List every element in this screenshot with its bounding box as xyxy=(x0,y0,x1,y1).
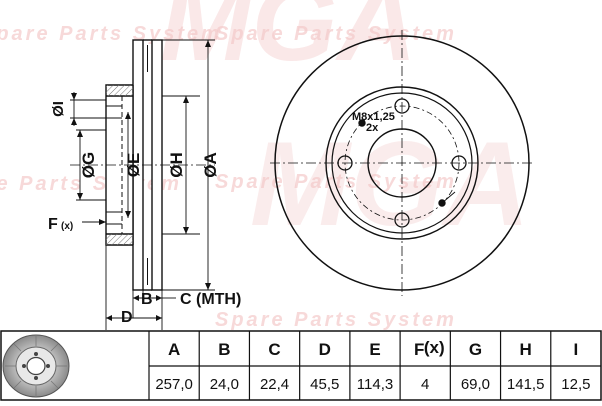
table-header-sub: (x) xyxy=(424,338,445,357)
table-header-h: H xyxy=(520,340,532,359)
table-value-g: 69,0 xyxy=(461,376,490,393)
watermark-slogan-1: Spare Parts System xyxy=(0,23,222,45)
label-dim-c: C (MTH) xyxy=(180,291,241,308)
table-value-h: 141,5 xyxy=(507,376,545,393)
table-header-g: G xyxy=(469,340,482,359)
label-dim-d: D xyxy=(121,309,133,326)
table-header-a: A xyxy=(168,340,180,359)
label-dim-f-sub: (x) xyxy=(61,221,73,232)
table-header-f: F xyxy=(414,340,424,359)
bolt-hole-right xyxy=(451,155,467,171)
table-header-c: C xyxy=(268,340,280,359)
table-value-d: 45,5 xyxy=(310,376,339,393)
bolt-hole-top xyxy=(394,98,410,114)
table-header-b: B xyxy=(218,340,230,359)
bolt-count-label: 2x xyxy=(366,122,379,134)
side-view xyxy=(70,39,215,330)
table-value-f: 4 xyxy=(421,376,429,393)
table-header-d: D xyxy=(319,340,331,359)
table-value-a: 257,0 xyxy=(155,376,193,393)
bolt-hole-bottom xyxy=(394,212,410,228)
dimension-arrows xyxy=(71,40,211,321)
watermark-slogan-2: Spare Parts System xyxy=(215,23,457,45)
side-view-labels: ØI ØG ØE ØH ØA F (x) B C (MTH) D xyxy=(48,101,241,326)
label-dim-b: B xyxy=(141,291,153,308)
table-header-e: E xyxy=(369,340,380,359)
watermark-slogan-5: Spare Parts System xyxy=(215,309,457,331)
watermark-logo-2: MGA xyxy=(250,117,530,251)
spec-table: A 257,0 B 24,0 C 22,4 D 45,5 E 114,3 F(x) 4 G 69,0 H 14… xyxy=(0,330,602,401)
label-dim-i: ØI xyxy=(50,101,67,117)
watermark-logo: MGA xyxy=(160,0,417,84)
bolt-hole-left xyxy=(337,155,353,171)
disc-thumbnail xyxy=(2,334,70,398)
front-view xyxy=(270,30,535,296)
table-value-e: 114,3 xyxy=(357,376,393,393)
table-value-i: 12,5 xyxy=(561,376,590,393)
bolt-thread-label: M8x1,25 xyxy=(352,111,395,123)
table-header-i: I xyxy=(574,340,579,359)
label-dim-e: ØE xyxy=(124,153,143,178)
label-dim-g: ØG xyxy=(79,152,98,178)
table-value-c: 22,4 xyxy=(260,376,289,393)
table-value-b: 24,0 xyxy=(210,376,239,393)
label-dim-a: ØA xyxy=(201,152,220,178)
watermark-slogan-4: Spare Parts System xyxy=(215,171,457,193)
label-dim-h: ØH xyxy=(167,152,186,178)
label-dim-f: F xyxy=(48,216,58,233)
threaded-hole-1 xyxy=(358,119,366,127)
